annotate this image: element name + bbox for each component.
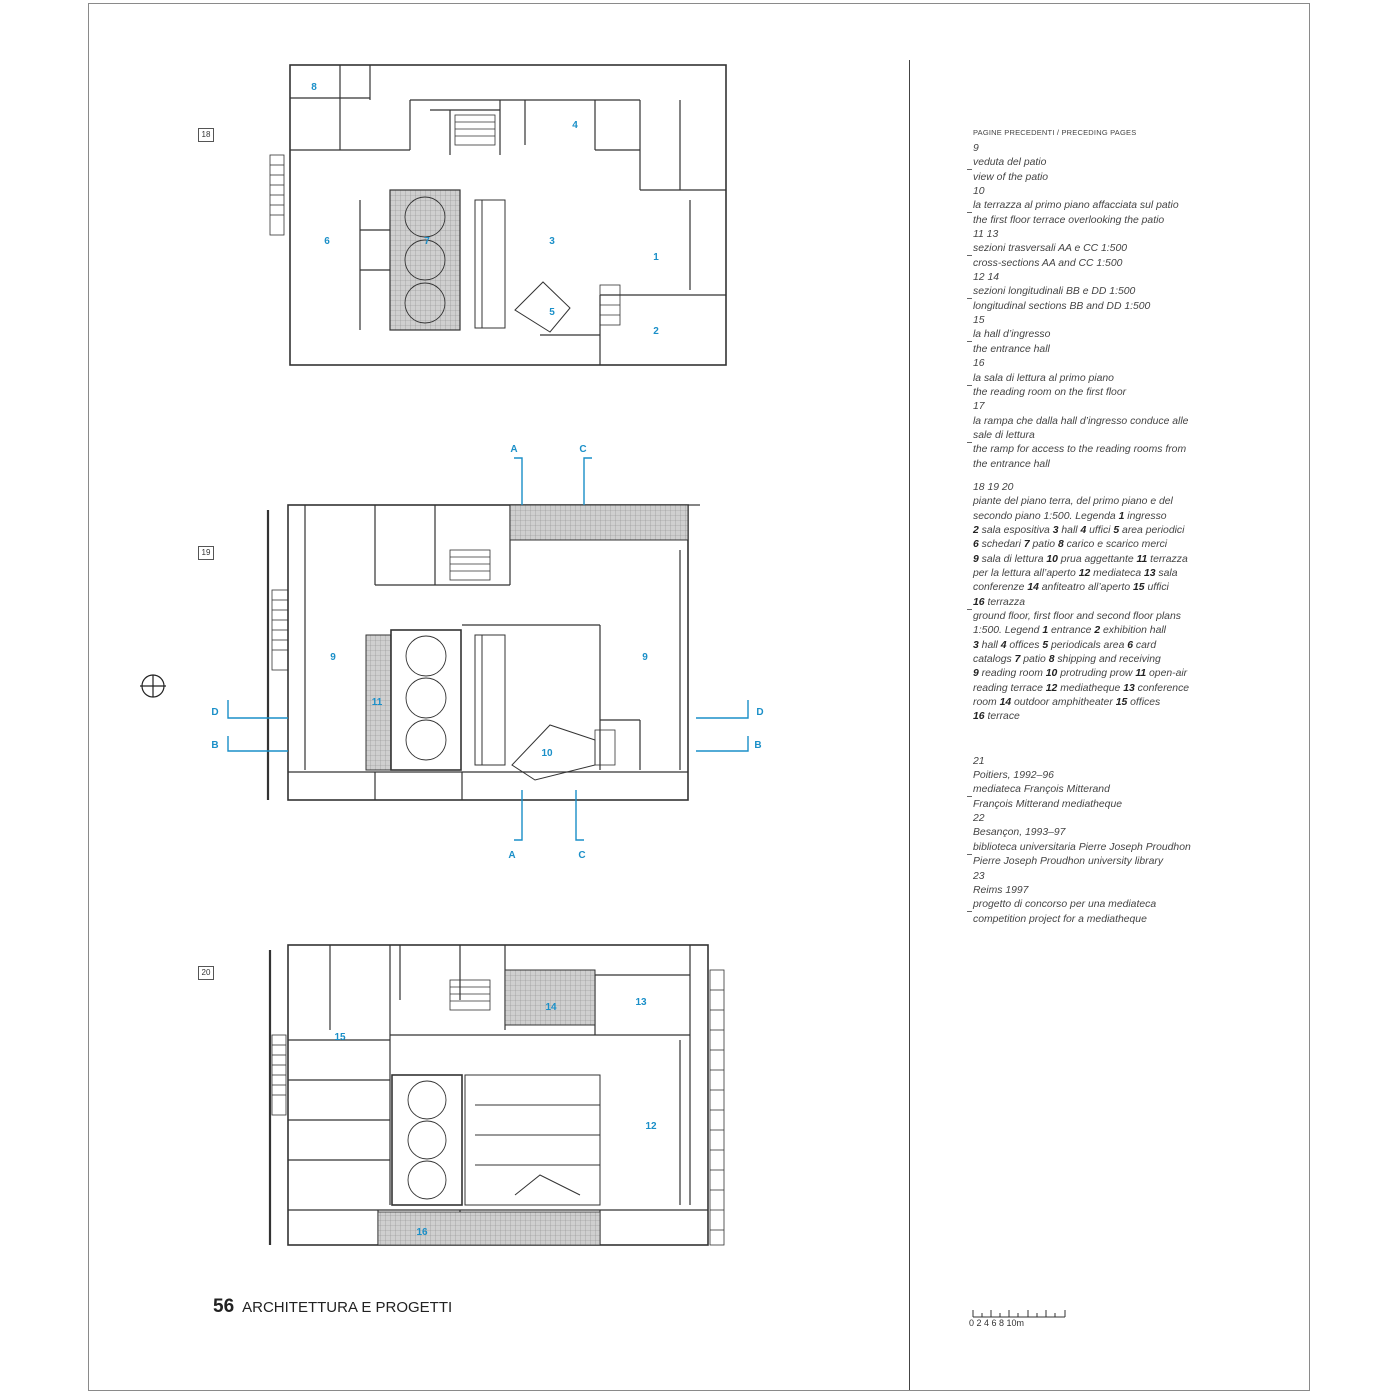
caption-line: piante del piano terra, del primo piano … (973, 496, 1173, 508)
page-footer: 56 ARCHITETTURA E PROGETTI (213, 1296, 452, 1318)
scale-bar: 0 2 4 6 8 10m (969, 1306, 1072, 1336)
caption-line: ground floor, first floor and second flo… (973, 611, 1181, 622)
caption-line: 3 hall 4 offices 5 periodicals area 6 ca… (973, 639, 1157, 651)
section-mark-a: A (508, 850, 515, 861)
figure-label-20: 20 (198, 966, 214, 980)
room-label: 15 (334, 1032, 346, 1043)
caption-line: progetto di concorso per una mediateca (967, 898, 1238, 913)
caption-line: the entrance hall (973, 458, 1050, 470)
caption-line: Besançon, 1993–97 (973, 827, 1066, 839)
caption-line: 22 (973, 813, 985, 825)
room-label: 7 (424, 236, 430, 247)
caption-line: Pierre Joseph Proudhon university librar… (973, 856, 1164, 868)
section-mark-b: B (211, 740, 218, 751)
caption-line: 23 (973, 870, 985, 882)
section-mark-d: D (211, 707, 218, 718)
room-label: 10 (541, 748, 553, 759)
caption-line: 16 terrace (973, 711, 1020, 723)
room-label: 9 (642, 652, 648, 663)
room-label: 8 (311, 82, 317, 93)
caption-line: reading terrace 12 mediatheque 13 confer… (973, 682, 1190, 694)
caption-line: 15 (973, 315, 985, 327)
floor-plan-19: A C D B D B A C 9 9 11 10 (211, 444, 763, 861)
section-mark-a: A (510, 444, 517, 455)
caption-line: 10 (973, 186, 985, 198)
room-label: 14 (545, 1002, 557, 1013)
caption-line: 9 reading room 10 protruding prow 11 ope… (973, 668, 1188, 680)
page-number: 56 (213, 1296, 235, 1317)
caption-line: sale di lettura (967, 429, 1238, 444)
room-label: 11 (372, 697, 383, 708)
caption-line: 21 (973, 755, 985, 767)
caption-line: the entrance hall (973, 343, 1050, 355)
section-mark-b: B (754, 740, 761, 751)
room-label: 5 (549, 307, 555, 318)
caption-line: biblioteca universitaria Pierre Joseph P… (967, 841, 1238, 856)
room-label: 4 (572, 120, 578, 131)
north-arrow-icon (140, 674, 166, 698)
section-mark-c: C (578, 850, 585, 861)
caption-line: 16 (973, 358, 985, 370)
preceding-pages-header: PAGINE PRECEDENTI / PRECEDING PAGES (973, 128, 1137, 137)
caption-line: per la lettura all’aperto 12 mediateca 1… (973, 567, 1178, 579)
caption-line: cross-sections AA and CC 1:500 (973, 257, 1123, 269)
room-label: 3 (549, 236, 555, 247)
caption-line: la rampa che dalla hall d’ingresso condu… (973, 415, 1189, 427)
section-title: ARCHITETTURA E PROGETTI (242, 1299, 453, 1316)
room-label: 13 (635, 997, 647, 1008)
caption-line: competition project for a mediatheque (973, 913, 1147, 925)
room-label: 9 (330, 652, 336, 663)
caption-line: François Mitterand mediatheque (973, 798, 1123, 810)
section-mark-c: C (579, 444, 586, 455)
room-label: 16 (416, 1227, 428, 1238)
caption-line: Reims 1997 (973, 884, 1029, 896)
scale-bar-labels: 0 2 4 6 8 10m (969, 1318, 1025, 1328)
floor-plan-18: 8 4 7 3 6 1 5 2 (269, 64, 727, 366)
caption-line: the ramp for access to the reading rooms… (973, 444, 1187, 456)
caption-line: 18 19 20 (973, 481, 1014, 493)
caption-line: 11 13 (973, 229, 999, 241)
caption-line: 9 (973, 143, 979, 154)
caption-line: 1:500. Legend 1 entrance 2 exhibition ha… (973, 625, 1166, 637)
caption-line: 2 sala espositiva 3 hall 4 uffici 5 area… (973, 524, 1185, 536)
room-label: 12 (645, 1121, 657, 1132)
caption-line: sezioni longitudinali BB e DD 1:500 (967, 285, 1238, 300)
caption-line: longitudinal sections BB and DD 1:500 (973, 300, 1151, 312)
caption-line: la sala di lettura al primo piano (967, 372, 1238, 386)
caption-line: la hall d’ingresso (967, 328, 1238, 343)
caption-line: la terrazza al primo piano affacciata su… (967, 199, 1238, 214)
caption-line: the first floor terrace overlooking the … (973, 214, 1165, 226)
caption-column: PAGINE PRECEDENTI / PRECEDING PAGES 9 ved… (967, 128, 1238, 927)
caption-line: sezioni trasversali AA e CC 1:500 (967, 242, 1238, 257)
caption-line: veduta del patio (967, 156, 1238, 171)
caption-line: secondo piano 1:500. Legenda 1 ingresso (973, 510, 1167, 522)
caption-line: 9 sala di lettura 10 prua aggettante 11 … (973, 553, 1188, 565)
caption-line: conferenze 14 anfiteatro all’aperto 15 u… (973, 582, 1169, 594)
caption-line: 12 14 (973, 272, 1000, 284)
room-label: 2 (653, 326, 659, 337)
figure-label-18: 18 (198, 128, 214, 142)
section-mark-d: D (756, 707, 763, 718)
floor-plan-20: 14 13 15 12 16 (268, 944, 725, 1246)
room-label: 6 (324, 236, 330, 247)
caption-line: the reading room on the first floor (973, 386, 1127, 398)
caption-line: mediateca François Mitterand (967, 783, 1238, 798)
caption-line: catalogs 7 patio 8 shipping and receivin… (973, 654, 1161, 666)
caption-line: 16 terrazza (967, 596, 1238, 610)
caption-line: view of the patio (973, 171, 1049, 183)
caption-block-plans: 18 19 20 piante del piano terra, del prim… (967, 481, 1238, 725)
caption-line: Poitiers, 1992–96 (973, 770, 1054, 782)
caption-line: 17 (973, 401, 985, 413)
scale-bar-ruler (972, 1310, 1066, 1318)
caption-line: room 14 outdoor amphitheater 15 offices (973, 697, 1161, 709)
figure-label-19: 19 (198, 546, 214, 560)
room-label: 1 (653, 252, 659, 263)
column-divider (909, 60, 910, 1390)
caption-line: 6 schedari 7 patio 8 carico e scarico me… (973, 539, 1168, 551)
